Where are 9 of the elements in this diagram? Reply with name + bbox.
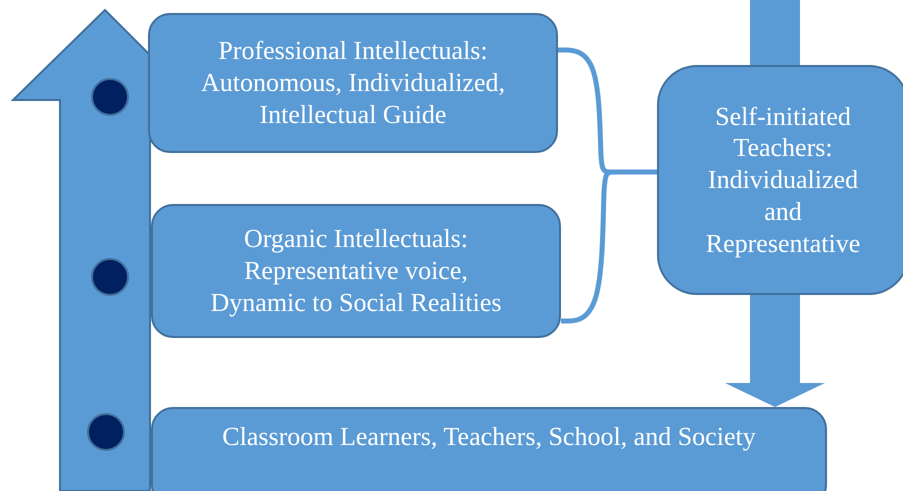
block-arrow: [725, 293, 825, 407]
process-box: [148, 13, 558, 153]
box-label: Professional Intellectuals: Autonomous, Individualized, Intellectual Guide: [200, 35, 506, 131]
box-label: Organic Intellectuals: Representative voice, Dynamic to Social Realities: [210, 223, 502, 319]
box-label: Self-initiated Teachers: Individualized and Representative: [704, 100, 862, 260]
process-box: [151, 407, 827, 491]
box-label: Classroom Learners, Teachers, School, and Society: [222, 421, 756, 453]
process-box: [657, 65, 903, 295]
process-box: [151, 204, 561, 338]
